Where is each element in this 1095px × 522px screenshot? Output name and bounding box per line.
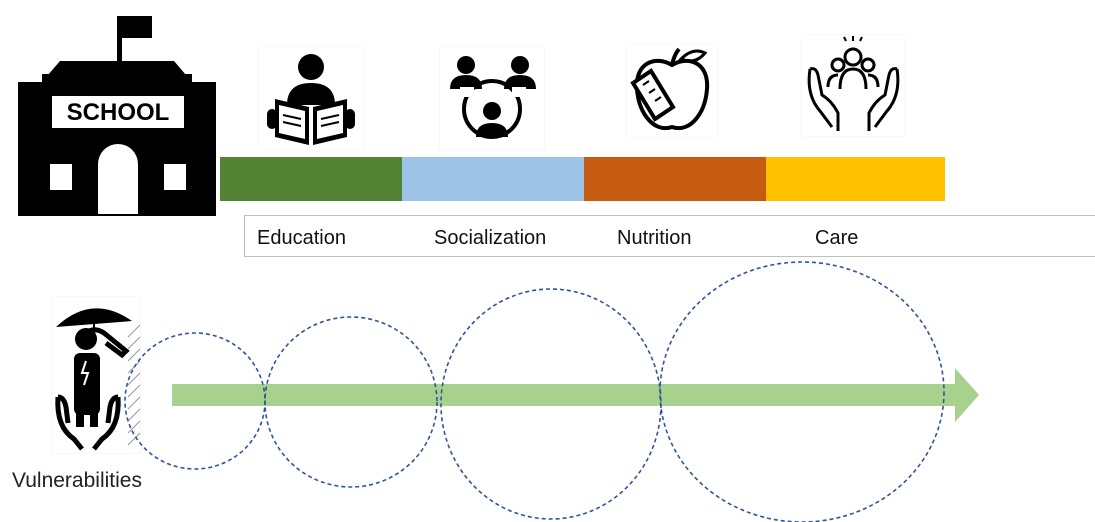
label-socialization: Socialization xyxy=(434,227,547,249)
dashed-circle-4 xyxy=(659,261,945,522)
care-bar xyxy=(766,157,945,201)
label-care: Care xyxy=(815,227,859,249)
dashed-circle-2 xyxy=(264,316,438,488)
people-network-icon xyxy=(440,47,544,150)
category-label-box xyxy=(244,215,1095,257)
label-nutrition: Nutrition xyxy=(617,227,692,249)
apple-measure-icon xyxy=(627,45,717,137)
nutrition-bar xyxy=(584,157,766,201)
protected-person-icon xyxy=(52,297,140,453)
label-education: Education xyxy=(257,227,346,249)
socialization-bar xyxy=(402,157,584,201)
vulnerabilities-label: Vulnerabilities xyxy=(12,469,142,492)
progress-arrow xyxy=(172,368,979,422)
school-sign-text: SCHOOL xyxy=(67,99,170,126)
school-building-icon: SCHOOL xyxy=(14,14,222,218)
hands-care-icon xyxy=(802,35,905,136)
education-bar xyxy=(220,157,402,201)
reading-person-icon xyxy=(259,47,363,150)
